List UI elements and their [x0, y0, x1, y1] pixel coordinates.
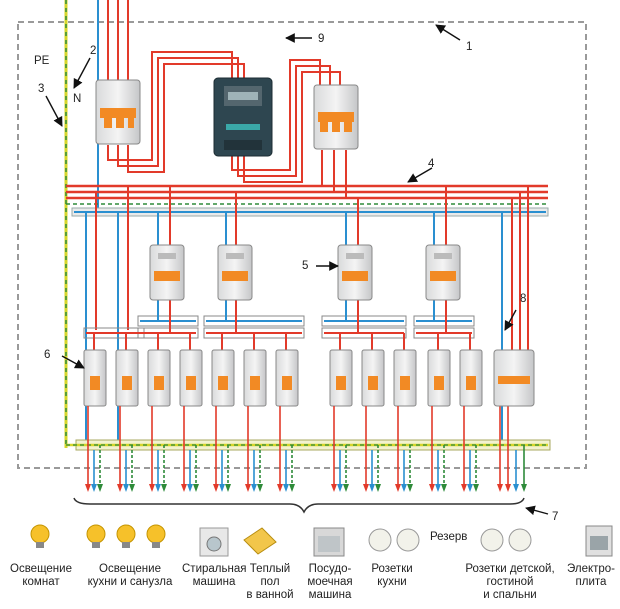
kitchen-bath-bulb-icons [86, 524, 166, 548]
group-breakers [83, 333, 483, 407]
callout-4: 4 [428, 158, 435, 170]
callout-6: 6 [44, 349, 51, 361]
callout-8: 8 [520, 293, 527, 305]
caption-dishwasher: Посудо- моечная машина [307, 563, 353, 601]
output-bracket [73, 497, 525, 514]
circuit-output [461, 406, 479, 492]
room-lighting-bulb-icon [30, 524, 50, 548]
stove-output [497, 406, 527, 492]
callout-2: 2 [90, 45, 97, 57]
rcd-group [149, 244, 461, 301]
circuit-output [429, 406, 447, 492]
single-pole-breaker [243, 333, 267, 407]
phase-busbars [66, 184, 548, 200]
single-pole-breaker [147, 333, 171, 407]
circuit-output [331, 406, 349, 492]
circuit-output [395, 406, 413, 492]
single-pole-breaker [179, 333, 203, 407]
single-pole-breaker [427, 333, 451, 407]
single-pole-breaker [275, 333, 299, 407]
circuit-output [277, 406, 295, 492]
caption-washing-machine: Стиральная машина [182, 563, 247, 588]
single-pole-breaker [393, 333, 417, 407]
caption-electric-stove: Электро- плита [566, 563, 616, 588]
single-pole-breaker [211, 333, 235, 407]
electric-stove-icon [585, 525, 613, 557]
washing-machine-icon [199, 527, 229, 557]
caption-kitchen-sockets: Розетки кухни [371, 563, 413, 588]
electricity-meter [213, 77, 273, 157]
heated-floor-icon [243, 527, 277, 555]
caption-kitchen-bath-lighting: Освещение кухни и санузла [87, 563, 173, 588]
bedroom-sockets-icon [480, 528, 532, 552]
callout-arrows [45, 24, 549, 516]
input-breaker [95, 79, 141, 145]
reserve-label: Резерв [430, 531, 468, 543]
enclosure-outline [17, 21, 587, 469]
circuit-output [245, 406, 263, 492]
single-pole-breaker [83, 333, 107, 407]
single-pole-breaker [115, 333, 139, 407]
input-phase-wires [107, 0, 341, 183]
stove-breaker [493, 349, 535, 407]
single-pole-breaker [361, 333, 385, 407]
callout-9: 9 [318, 33, 325, 45]
callout-7: 7 [552, 511, 559, 523]
comb-busbars [83, 315, 475, 339]
circuit-output [149, 406, 167, 492]
n-label: N [73, 93, 82, 105]
output-wires [85, 406, 527, 492]
caption-heated-floor: Теплый пол в ванной [246, 563, 294, 601]
callout-5: 5 [302, 260, 309, 272]
main-three-pole-breaker [313, 84, 359, 150]
callout-1: 1 [466, 41, 473, 53]
pe-label: PE [34, 55, 50, 67]
circuit-output [363, 406, 381, 492]
caption-room-lighting: Освещение комнат [10, 563, 72, 588]
circuit-output [213, 406, 231, 492]
single-pole-breaker [329, 333, 353, 407]
kitchen-sockets-icon [368, 528, 420, 552]
caption-bedroom-sockets: Розетки детской, гостиной и спальни [465, 563, 555, 601]
single-pole-breaker [459, 333, 483, 407]
circuit-output [117, 406, 135, 492]
dishwasher-icon [313, 527, 345, 557]
circuit-output [181, 406, 199, 492]
circuit-output [85, 406, 103, 492]
callout-3: 3 [38, 83, 45, 95]
rcd-feed-wires [157, 186, 447, 245]
